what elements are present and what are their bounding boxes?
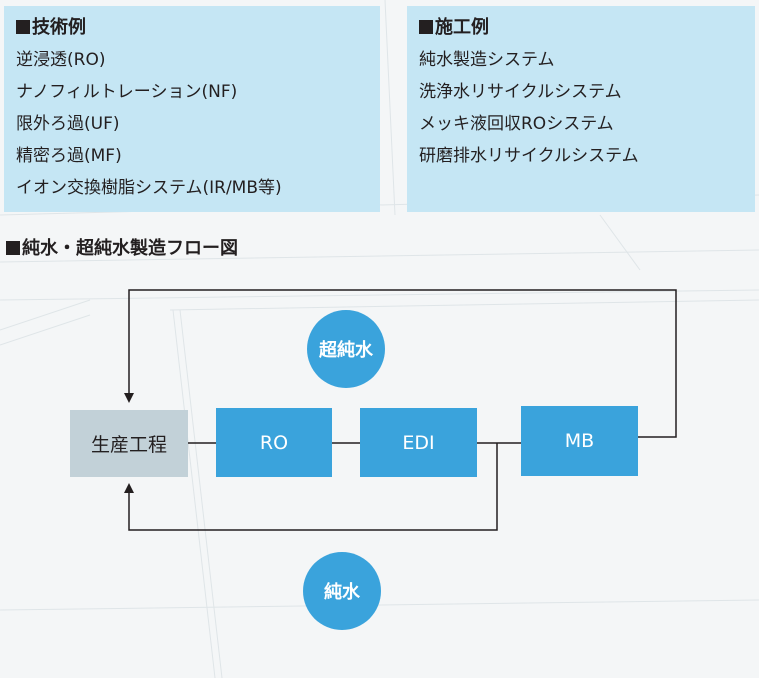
technology-examples-panel: 技術例 逆浸透(RO) ナノフィルトレーション(NF) 限外ろ過(UF) 精密ろ… — [4, 6, 380, 212]
technology-item: ナノフィルトレーション(NF) — [16, 82, 238, 102]
pure-water-label: 純水 — [303, 552, 381, 630]
edi-node: EDI — [360, 408, 477, 477]
production-process-node: 生産工程 — [70, 410, 188, 477]
ultrapure-water-text: 超純水 — [319, 340, 373, 361]
technology-examples-title-text: 技術例 — [32, 17, 86, 38]
technology-item: 精密ろ過(MF) — [16, 146, 122, 166]
square-bullet-icon — [16, 20, 30, 34]
mb-node: MB — [521, 406, 638, 476]
construction-examples-title-text: 施工例 — [435, 17, 489, 38]
construction-item: 純水製造システム — [419, 50, 555, 70]
flow-diagram-title-text: 純水・超純水製造フロー図 — [22, 238, 238, 259]
square-bullet-icon — [419, 20, 433, 34]
construction-examples-panel: 施工例 純水製造システム 洗浄水リサイクルシステム メッキ液回収ROシステム 研… — [407, 6, 755, 212]
ultrapure-water-label: 超純水 — [307, 310, 385, 388]
edi-label: EDI — [402, 431, 435, 454]
ro-label: RO — [259, 431, 289, 454]
pure-water-text: 純水 — [324, 582, 360, 603]
ultrapure-return-line — [124, 289, 677, 438]
construction-item: 研磨排水リサイクルシステム — [419, 146, 639, 166]
pure-return-line — [124, 443, 498, 531]
production-process-label: 生産工程 — [90, 434, 167, 456]
technology-item: イオン交換樹脂システム(IR/MB等) — [16, 178, 282, 198]
construction-examples-title: 施工例 — [419, 16, 743, 40]
mb-label: MB — [564, 430, 595, 452]
technology-item: 逆浸透(RO) — [16, 50, 106, 70]
flow-diagram-title: 純水・超純水製造フロー図 — [6, 237, 238, 261]
technology-examples-title: 技術例 — [16, 16, 368, 40]
ro-node: RO — [216, 408, 332, 477]
square-bullet-icon — [6, 241, 20, 255]
construction-item: 洗浄水リサイクルシステム — [419, 82, 622, 102]
technology-item: 限外ろ過(UF) — [16, 114, 120, 134]
construction-item: メッキ液回収ROシステム — [419, 114, 614, 134]
